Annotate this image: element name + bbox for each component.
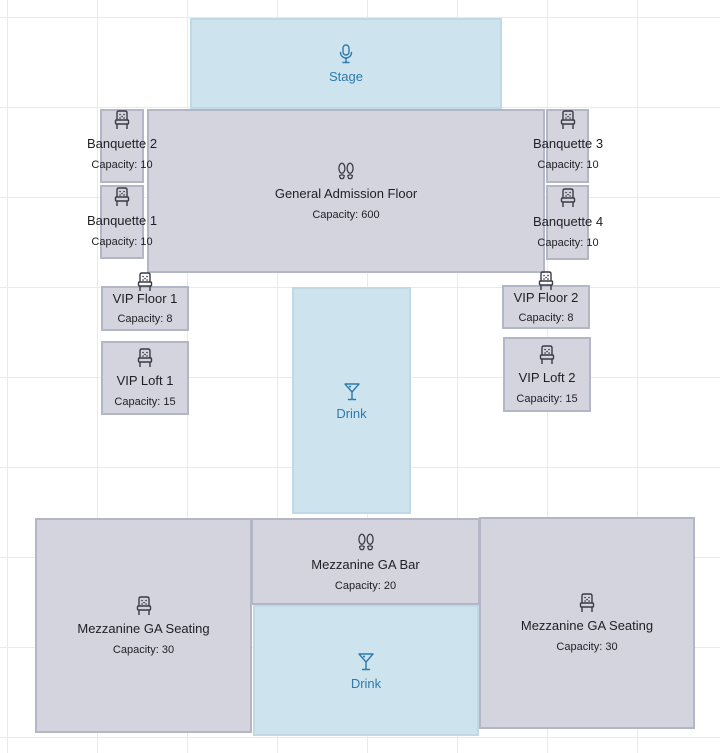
zone-banquette-4[interactable]: [546, 185, 589, 260]
zone-banquette-3-info: Banquette 3 Capacity: 10: [516, 109, 620, 172]
zone-banquette-2[interactable]: [100, 109, 144, 183]
zone-label: VIP Floor 1: [112, 291, 178, 306]
chair-icon: [558, 109, 578, 131]
zone-label: VIP Floor 2: [513, 289, 579, 305]
zone-label: Mezzanine GA Seating: [520, 618, 654, 633]
cocktail-icon: [342, 380, 362, 402]
zone-stage[interactable]: Stage: [190, 18, 502, 109]
zone-capacity: Capacity: 10: [537, 159, 599, 171]
zone-mezzanine-ga-seating-left[interactable]: Mezzanine GA Seating Capacity: 30: [35, 518, 252, 733]
zone-label: Drink: [350, 675, 382, 691]
footprints-icon: [336, 160, 356, 182]
chair-icon: [577, 592, 597, 614]
zone-label: VIP Loft 2: [518, 369, 576, 385]
chair-icon: [558, 187, 578, 209]
zone-label: Mezzanine GA Seating: [77, 620, 210, 636]
zone-capacity: Capacity: 10: [91, 236, 153, 248]
chair-icon: [135, 271, 155, 293]
zone-banquette-3[interactable]: [546, 109, 589, 183]
chair-icon: [536, 270, 556, 292]
zone-label: Banquette 2: [86, 136, 158, 151]
zone-label: Banquette 3: [532, 136, 604, 151]
zone-capacity: Capacity: 30: [112, 643, 175, 656]
zone-vip-loft-2[interactable]: VIP Loft 2 Capacity: 15: [503, 337, 591, 412]
zone-mezzanine-ga-bar[interactable]: Mezzanine GA Bar Capacity: 20: [251, 518, 480, 605]
zone-capacity: Capacity: 10: [537, 237, 599, 249]
zone-label: Stage: [329, 68, 363, 84]
zone-label: Mezzanine GA Bar: [311, 556, 420, 572]
zone-general-admission-floor[interactable]: General Admission Floor Capacity: 600: [147, 109, 545, 273]
zone-capacity: Capacity: 8: [117, 313, 173, 325]
cocktail-icon: [356, 650, 376, 672]
zone-label: Banquette 1: [86, 213, 158, 228]
footprints-icon: [356, 531, 376, 553]
chair-icon: [112, 109, 132, 131]
microphone-icon: [336, 43, 356, 65]
zone-capacity: Capacity: 8: [518, 311, 574, 324]
zone-banquette-2-info: Banquette 2 Capacity: 10: [70, 109, 174, 172]
zone-vip-floor-1[interactable]: VIP Floor 1 Capacity: 8: [101, 286, 189, 331]
zone-capacity: Capacity: 15: [516, 392, 578, 405]
zone-capacity: Capacity: 30: [556, 641, 618, 653]
zone-label: Banquette 4: [532, 214, 604, 229]
zone-capacity: Capacity: 600: [312, 209, 380, 221]
chair-icon: [112, 186, 132, 208]
chair-icon: [134, 595, 154, 617]
zone-label: Drink: [336, 405, 367, 421]
zone-vip-floor-2[interactable]: VIP Floor 2 Capacity: 8: [502, 285, 590, 329]
zone-drink-main[interactable]: Drink: [292, 287, 411, 514]
zone-banquette-4-info: Banquette 4 Capacity: 10: [516, 187, 620, 250]
chair-icon: [537, 344, 557, 366]
zone-capacity: Capacity: 15: [114, 396, 176, 408]
zone-capacity: Capacity: 10: [91, 159, 153, 171]
zone-mezzanine-ga-seating-right[interactable]: Mezzanine GA Seating Capacity: 30: [479, 517, 695, 729]
zone-banquette-1-info: Banquette 1 Capacity: 10: [70, 186, 174, 249]
zone-drink-mezzanine[interactable]: Drink: [253, 605, 479, 736]
zone-vip-loft-1[interactable]: VIP Loft 1 Capacity: 15: [101, 341, 189, 415]
zone-label: General Admission Floor: [274, 186, 418, 201]
zone-capacity: Capacity: 20: [334, 579, 397, 592]
zone-label: VIP Loft 1: [116, 373, 174, 388]
chair-icon: [135, 347, 155, 369]
